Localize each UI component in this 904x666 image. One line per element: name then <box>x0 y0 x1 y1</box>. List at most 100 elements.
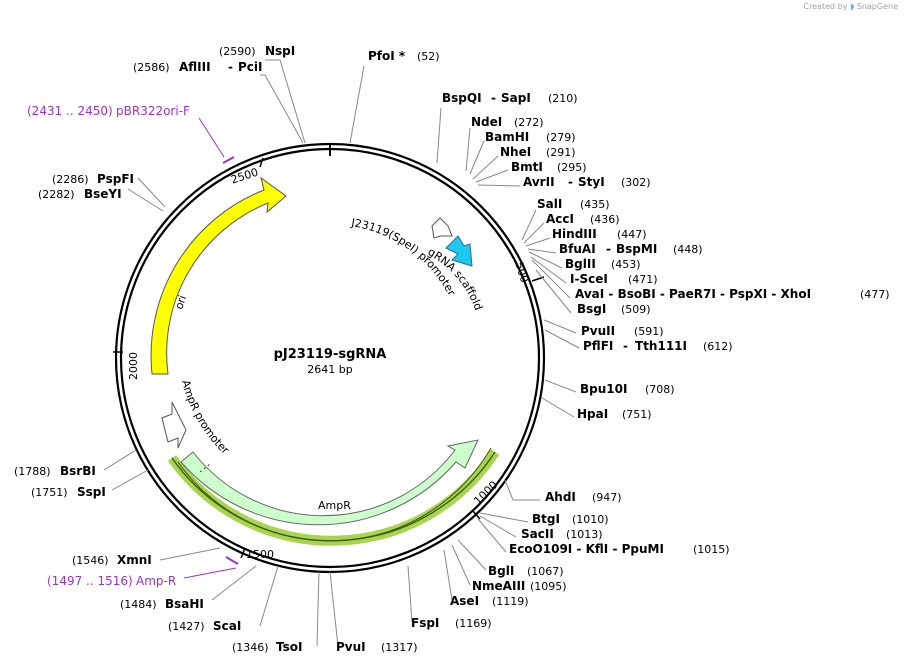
enzyme-btgi[interactable]: BtgI (1010) <box>532 512 609 526</box>
svg-text:PvuI: PvuI <box>336 640 366 654</box>
svg-text:ScaI: ScaI <box>213 619 241 633</box>
enzyme-bsahi[interactable]: (1484) BsaHI <box>120 597 204 611</box>
svg-text:NmeAIII: NmeAIII <box>472 579 525 593</box>
grna-scaffold-label: gRNA scaffold <box>426 245 486 312</box>
enzyme-avrii-styi[interactable]: AvrII - StyI (302) <box>523 175 651 189</box>
svg-text:ori: ori <box>172 293 189 310</box>
svg-text:(1346): (1346) <box>232 641 269 654</box>
enzyme-xmni[interactable]: (1546) XmnI <box>72 553 152 567</box>
svg-text:(471): (471) <box>628 273 658 286</box>
enzyme-bglii[interactable]: BglII (453) <box>565 257 641 271</box>
ori-feature[interactable]: ori <box>150 176 287 375</box>
svg-text:BsaHI: BsaHI <box>165 597 204 611</box>
svg-text:PspFI: PspFI <box>97 172 134 186</box>
svg-text:-: - <box>623 339 628 353</box>
enzyme-bmti[interactable]: BmtI (295) <box>511 160 587 174</box>
enzyme-sali[interactable]: SalI (435) <box>537 197 610 211</box>
enzyme-ahdi[interactable]: AhdI (947) <box>545 490 622 504</box>
tick-label-2500: 2500 <box>229 166 260 187</box>
created-by-label: Created by <box>803 2 848 11</box>
enzyme-pspfi[interactable]: (2286) PspFI <box>52 172 134 186</box>
svg-text:SacII: SacII <box>521 527 554 541</box>
tick-label-1500: 1500 <box>246 548 274 561</box>
svg-text:(279): (279) <box>546 131 576 144</box>
enzyme-hindiii[interactable]: HindIII (447) <box>552 227 647 241</box>
svg-text:SalI: SalI <box>537 197 562 211</box>
enzyme-bamhi[interactable]: BamHI (279) <box>485 130 576 144</box>
svg-text:(272): (272) <box>514 116 544 129</box>
svg-text:BmtI: BmtI <box>511 160 543 174</box>
svg-text:NspI: NspI <box>265 44 295 58</box>
svg-text:(210): (210) <box>548 92 578 105</box>
enzyme-nspi[interactable]: (2590) NspI <box>219 44 295 58</box>
enzyme-nhei[interactable]: NheI (291) <box>500 145 576 159</box>
enzyme-afliii-pcii[interactable]: (2586) AflIII - PciI <box>133 60 263 74</box>
enzyme-bsrbi[interactable]: (1788) BsrBI <box>14 464 96 478</box>
enzyme-acci[interactable]: AccI (436) <box>546 212 620 226</box>
enzyme-bspqi-sapi[interactable]: BspQI - SapI (210) <box>442 91 578 105</box>
enzyme-pvuii[interactable]: PvuII (591) <box>581 324 664 338</box>
svg-text:AflIII: AflIII <box>179 60 211 74</box>
enzyme-avai-xhoi[interactable]: AvaI - BsoBI - PaeR7I - PspXI - XhoI (47… <box>575 287 890 301</box>
svg-text:-: - <box>491 91 496 105</box>
svg-text:(447): (447) <box>617 228 647 241</box>
svg-text:SapI: SapI <box>501 91 531 105</box>
svg-text:SspI: SspI <box>77 485 106 499</box>
svg-text:(1427): (1427) <box>168 620 205 633</box>
primer-pbr322ori-f[interactable]: (2431 .. 2450) pBR322ori-F <box>27 104 235 164</box>
enzyme-nmeaiii[interactable]: NmeAIII (1095) <box>472 579 567 593</box>
svg-text:(453): (453) <box>611 258 641 271</box>
svg-text:(52): (52) <box>417 50 440 63</box>
plasmid-name: pJ23119-sgRNA <box>274 347 387 362</box>
svg-text:(435): (435) <box>580 198 610 211</box>
svg-text:(477): (477) <box>860 288 890 301</box>
svg-text:(612): (612) <box>703 340 733 353</box>
svg-text:BglI: BglI <box>488 564 514 578</box>
svg-text:(1169): (1169) <box>455 617 492 630</box>
svg-text:(509): (509) <box>621 303 651 316</box>
svg-text:BseYI: BseYI <box>84 187 122 201</box>
svg-text:(448): (448) <box>673 243 703 256</box>
ampr-label: AmpR <box>318 499 351 512</box>
enzyme-eco0109i[interactable]: EcoO109I - KflI - PpuMI (1015) <box>509 542 730 556</box>
svg-text:(2286): (2286) <box>52 173 89 186</box>
enzyme-hpai[interactable]: HpaI (751) <box>577 407 652 421</box>
svg-text:(291): (291) <box>546 146 576 159</box>
primer-range: (2431 .. 2450) <box>27 104 113 118</box>
enzyme-sacii[interactable]: SacII (1013) <box>521 527 603 541</box>
primer-name: pBR322ori-F <box>116 104 190 118</box>
enzyme-pvui[interactable]: PvuI (1317) <box>336 640 418 654</box>
enzyme-bseyi[interactable]: (2282) BseYI <box>38 187 122 201</box>
enzyme-pflfi-tth111i[interactable]: PflFI - Tth111I (612) <box>583 339 733 353</box>
enzyme-scai[interactable]: (1427) ScaI <box>168 619 241 633</box>
enzyme-bsgi[interactable]: BsgI (509) <box>577 302 651 316</box>
enzyme-fspi[interactable]: FspI (1169) <box>411 616 492 630</box>
svg-text:(947): (947) <box>592 491 622 504</box>
enzyme-tsoi[interactable]: (1346) TsoI <box>232 640 302 654</box>
svg-text:BamHI: BamHI <box>485 130 529 144</box>
enzyme-asei[interactable]: AseI (1119) <box>450 594 529 608</box>
svg-text:AccI: AccI <box>546 212 574 226</box>
svg-text:(1788): (1788) <box>14 465 51 478</box>
svg-text:BtgI: BtgI <box>532 512 560 526</box>
plasmid-size: 2641 bp <box>307 363 352 376</box>
svg-text:BspMI: BspMI <box>616 242 657 256</box>
ampr-promoter-feature[interactable]: AmpR promoter <box>161 379 232 458</box>
ori-label: ori <box>172 293 189 310</box>
enzyme-bgli[interactable]: BglI (1067) <box>488 564 564 578</box>
primer-name: Amp-R <box>136 574 176 588</box>
primer-amp-r[interactable]: (1497 .. 1516) Amp-R <box>47 556 239 588</box>
svg-text:(2586): (2586) <box>133 61 170 74</box>
svg-text:(1095): (1095) <box>530 580 567 593</box>
enzyme-i-scei[interactable]: I-SceI (471) <box>570 272 658 286</box>
enzyme-ndei[interactable]: NdeI (272) <box>471 115 544 129</box>
ampr-feature[interactable]: AmpR <box>167 439 500 546</box>
svg-text:(1119): (1119) <box>492 595 529 608</box>
tick-label-2000: 2000 <box>127 352 140 380</box>
enzyme-pfoi[interactable]: PfoI * (52) <box>368 49 440 63</box>
enzyme-sspi[interactable]: (1751) SspI <box>31 485 106 499</box>
app-name: SnapGene <box>856 2 898 11</box>
enzyme-bfuai-bspmi[interactable]: BfuAI - BspMI (448) <box>559 242 703 256</box>
svg-text:(1013): (1013) <box>566 528 603 541</box>
enzyme-bpu10i[interactable]: Bpu10I (708) <box>580 382 675 396</box>
